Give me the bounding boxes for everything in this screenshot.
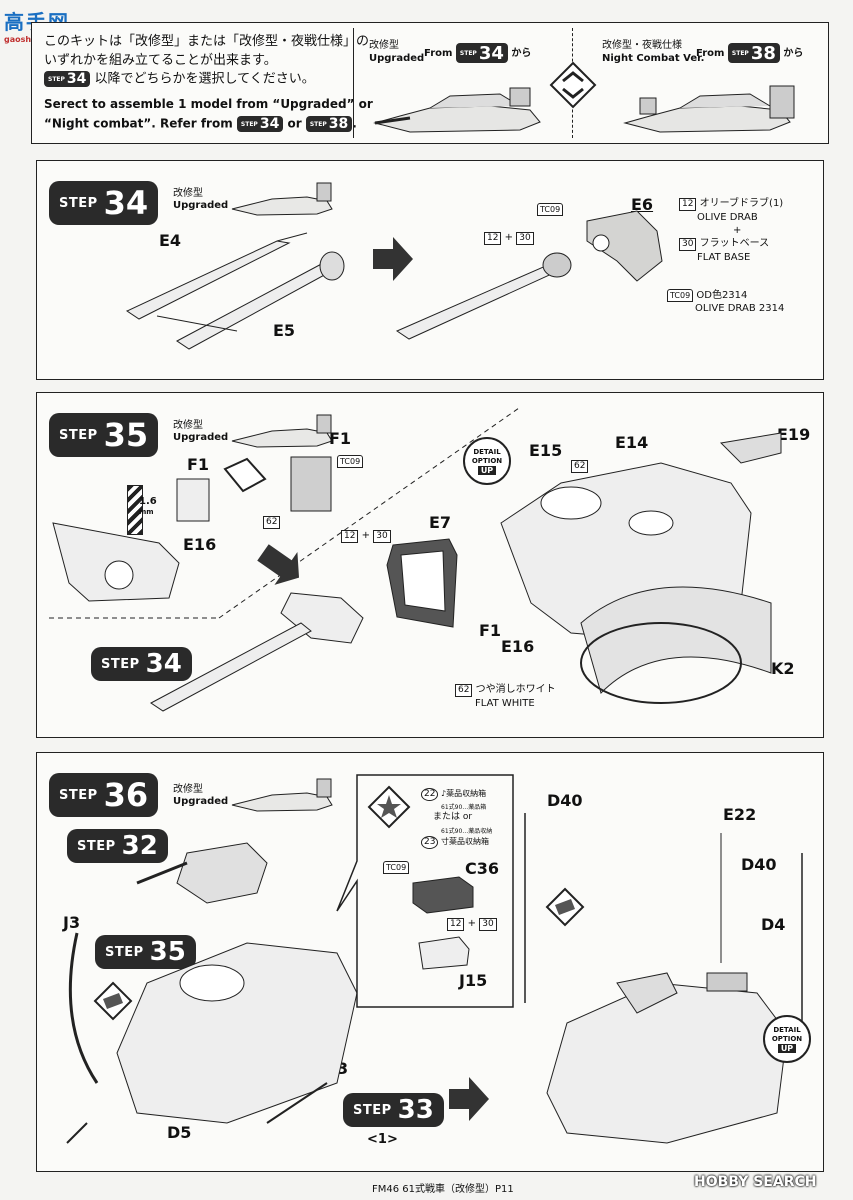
step36-label-d4: D4 [761, 915, 786, 934]
step35-dashed-guide [49, 407, 520, 619]
step35-label-f1-c: F1 [479, 621, 502, 640]
night-tank-sketch [623, 85, 795, 133]
step34-label-e4: E4 [159, 231, 182, 250]
upgraded-tank-sketch [373, 87, 541, 133]
step36-label-d5: D5 [167, 1123, 192, 1142]
step36-label-j3-a: J3 [63, 913, 81, 932]
step35-label-e15: E15 [529, 441, 563, 460]
step36-label-j15: J15 [459, 971, 488, 990]
step35-f1-parts [176, 456, 332, 522]
step35-label-e16-b: E16 [501, 637, 535, 656]
step34-ver-en: Upgraded [173, 200, 229, 211]
step35-label-k2: K2 [771, 659, 795, 678]
step35-paint-62b: 62 [571, 459, 589, 473]
step34-gun-parts [125, 232, 345, 350]
step36-box-part [412, 876, 474, 970]
step36-pliers-icon-right [545, 887, 585, 927]
hobby-search-watermark: HOBBY SEARCH [694, 1174, 817, 1190]
step34-color-30: 30 フラットベース FLAT BASE [679, 237, 769, 264]
star-decal-icon [367, 785, 411, 829]
step35-label-e14: E14 [615, 433, 649, 452]
step35-e16-part [52, 522, 180, 602]
step35-label-e7: E7 [429, 513, 452, 532]
step35-flat-white: 62 つや消しホワイト FLAT WHITE [455, 683, 556, 710]
upgraded-label-jp: 改修型 [369, 40, 399, 51]
step34-color-12: 12 オリーブドラブ(1) OLIVE DRAB + [679, 197, 783, 237]
step35-ver-jp: 改修型 [173, 420, 203, 431]
night-label-en: Night Combat Ver. [602, 53, 705, 64]
step36-decal-mid2: 61式90…薬品収納 [441, 828, 493, 835]
step35-label-e19: E19 [777, 425, 811, 444]
step36-arrow-icon [449, 1077, 489, 1121]
step35-arrow-icon [257, 544, 300, 585]
intro-box: このキットは「改修型」または「改修型・夜戦仕様」の いずれかを組み立てることが出… [31, 22, 829, 144]
step36-label-d40-a: D40 [547, 791, 583, 810]
intro-jp-line1: このキットは「改修型」または「改修型・夜戦仕様」の [44, 34, 370, 49]
step34-assembled-gun [395, 210, 663, 340]
step35-turret [500, 432, 782, 704]
step36-pliers-icon-left [93, 981, 133, 1021]
step36-ver-en: Upgraded [173, 796, 229, 807]
intro-jp-line2: いずれかを組み立てることが出来ます。 [44, 53, 277, 68]
step34-label-e5: E5 [273, 321, 296, 340]
intro-en-line1: Serect to assemble 1 model from “Upgrade… [44, 97, 373, 111]
step36-decal-22: 22 ♪薬品収納箱 [421, 787, 486, 801]
step36-tank-thumb [231, 778, 333, 812]
step35-label-e16-a: E16 [183, 535, 217, 554]
step35-gun-assembly [150, 592, 364, 712]
step35-e7-part [386, 538, 458, 628]
step34-label-e6: E6 [631, 195, 654, 214]
step36-label-c36: C36 [465, 859, 500, 878]
step36-sub-step33-note: <1> [367, 1132, 398, 1147]
step36-decal-23: 23 寸薬品収納箱 [421, 835, 489, 849]
step35-tank-thumb [231, 414, 333, 448]
step34-tc09-a: TC09 [537, 203, 564, 216]
step36-turret-right [524, 813, 803, 1144]
step34-ver-jp: 改修型 [173, 188, 203, 199]
page-footer: FM46 61式戦車（改修型）P11 [372, 1184, 514, 1195]
step34-arrow-icon [373, 237, 413, 281]
step34-tc-color: TC09 OD色2314 OLIVE DRAB 2314 [667, 289, 784, 315]
step36-label-d40-b: D40 [741, 855, 777, 874]
step35-paint-62a: 62 [263, 515, 281, 529]
night-label-jp: 改修型・夜戦仕様 [602, 40, 682, 51]
step35-drill-marker [127, 485, 143, 535]
step36-tc09: TC09 [383, 861, 410, 874]
upgraded-label-en: Upgraded [369, 53, 425, 64]
step36-label-e22: E22 [723, 805, 757, 824]
step34-paint-mix: 12 + 30 [484, 231, 534, 245]
step35-ver-en: Upgraded [173, 432, 229, 443]
step34-tank-thumb [231, 182, 333, 216]
step35-label-f1-b: F1 [329, 429, 352, 448]
step36-ver-jp: 改修型 [173, 784, 203, 795]
step36-decal-or: または or [433, 812, 473, 822]
step36-turret-left [66, 842, 358, 1144]
step35-paint-mix: 12 + 30 [341, 529, 391, 543]
step35-label-f1-a: F1 [187, 455, 210, 474]
intro-divider [353, 28, 354, 138]
step36-decal-mid1: 61式90…薬品箱 [441, 804, 487, 811]
step36-paint-mix: 12 + 30 [447, 917, 497, 931]
choice-icon [549, 61, 597, 109]
step35-tc09: TC09 [337, 455, 364, 468]
